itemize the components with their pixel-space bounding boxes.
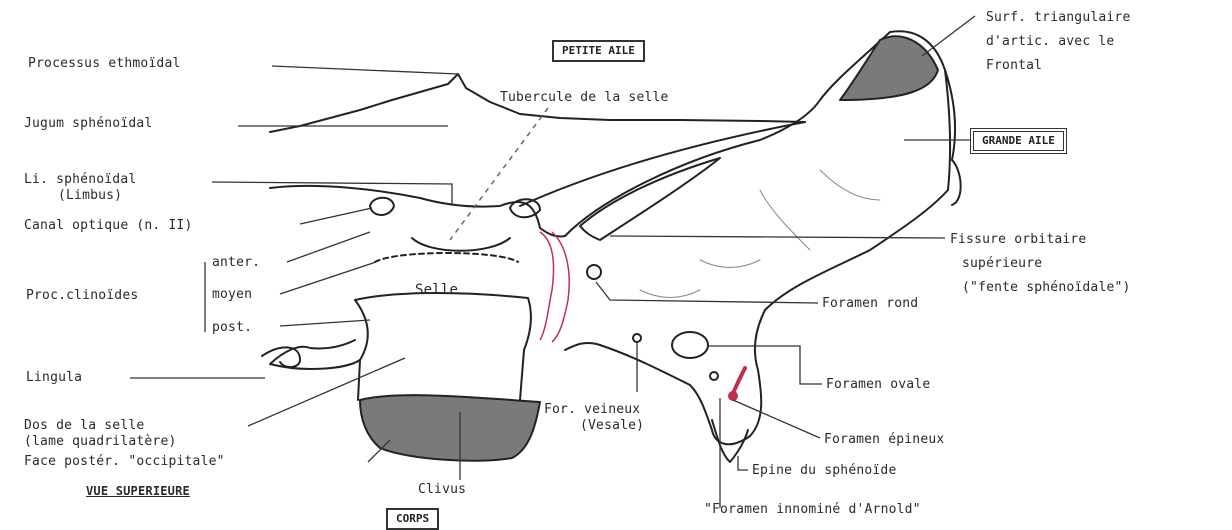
- label-epine: Epine du sphénoïde: [752, 463, 896, 478]
- sella-curve: [412, 238, 510, 251]
- leader-epine: [738, 456, 748, 470]
- dorsum-body: [358, 350, 524, 400]
- leader-limbus: [212, 182, 452, 204]
- label-for-veineux-1: For. veineux: [544, 402, 640, 417]
- label-limbus-1: Li. sphénoïdal: [24, 172, 136, 187]
- leader-surf: [922, 16, 975, 56]
- label-surf-1: Surf. triangulaire: [986, 10, 1130, 25]
- left-optic-canal: [370, 198, 394, 215]
- label-jugum: Jugum sphénoïdal: [24, 116, 152, 131]
- grande-aile-title: GRANDE AILE: [970, 128, 1067, 154]
- label-processus-ethmoidal: Processus ethmoïdal: [28, 56, 181, 71]
- label-innomine: "Foramen innominé d'Arnold": [704, 502, 921, 517]
- frontal-surface: [840, 36, 938, 100]
- label-limbus-2: (Limbus): [58, 188, 122, 203]
- posterior-clinoid: [355, 293, 531, 350]
- petite-aile-title: PETITE AILE: [552, 40, 645, 62]
- foramen-rond-mark: [587, 265, 601, 279]
- label-tubercule: Tubercule de la selle: [500, 90, 669, 105]
- leader-ovale: [708, 346, 822, 384]
- leader-fissure: [610, 236, 945, 238]
- label-fissure-2: supérieure: [962, 256, 1042, 271]
- tubercule-dashed-line: [450, 108, 548, 240]
- carotid-groove: [540, 232, 569, 342]
- foramen-veineux-mark: [633, 334, 641, 342]
- label-moyen: moyen: [212, 287, 252, 302]
- limbus-outline: [270, 186, 565, 237]
- leader-moyen: [280, 262, 376, 294]
- label-selle: Selle: [415, 283, 458, 298]
- label-proc-clinoides: Proc.clinoïdes: [26, 288, 138, 303]
- leader-canal: [300, 208, 372, 224]
- leader-processus: [272, 66, 458, 74]
- label-post: post.: [212, 320, 252, 335]
- label-foramen-ovale: Foramen ovale: [826, 377, 930, 392]
- leader-epineux: [733, 400, 820, 438]
- middle-clinoid: [375, 253, 518, 262]
- label-clivus: Clivus: [418, 482, 466, 497]
- dorsum-left: [270, 300, 368, 369]
- foramen-epineux-mark: [710, 372, 718, 380]
- label-foramen-epineux: Foramen épineux: [824, 432, 944, 447]
- label-fissure-3: ("fente sphénoïdale"): [962, 280, 1131, 295]
- leader-rond: [596, 282, 818, 303]
- label-dos-2: (lame quadrilatère): [24, 434, 177, 449]
- lingula-hook: [262, 347, 300, 367]
- clivus-face: [360, 395, 540, 461]
- view-title: VUE SUPERIEURE: [86, 484, 190, 499]
- right-optic-canal: [510, 199, 540, 217]
- label-for-veineux-2: (Vesale): [580, 418, 644, 433]
- corps-title: CORPS: [386, 508, 439, 530]
- label-dos-1: Dos de la selle: [24, 418, 144, 433]
- leader-post: [280, 320, 370, 326]
- label-face-poster: Face postér. "occipitale": [24, 454, 225, 469]
- label-foramen-rond: Foramen rond: [822, 296, 918, 311]
- leader-anter: [287, 232, 370, 262]
- orbital-fissure-edge: [580, 158, 720, 240]
- label-anter: anter.: [212, 255, 260, 270]
- label-surf-2: d'artic. avec le: [986, 34, 1114, 49]
- label-canal-optique: Canal optique (n. II): [24, 218, 193, 233]
- foramen-ovale-mark: [672, 332, 708, 358]
- label-surf-3: Frontal: [986, 58, 1042, 73]
- label-fissure-1: Fissure orbitaire: [950, 232, 1086, 247]
- label-lingula: Lingula: [26, 370, 82, 385]
